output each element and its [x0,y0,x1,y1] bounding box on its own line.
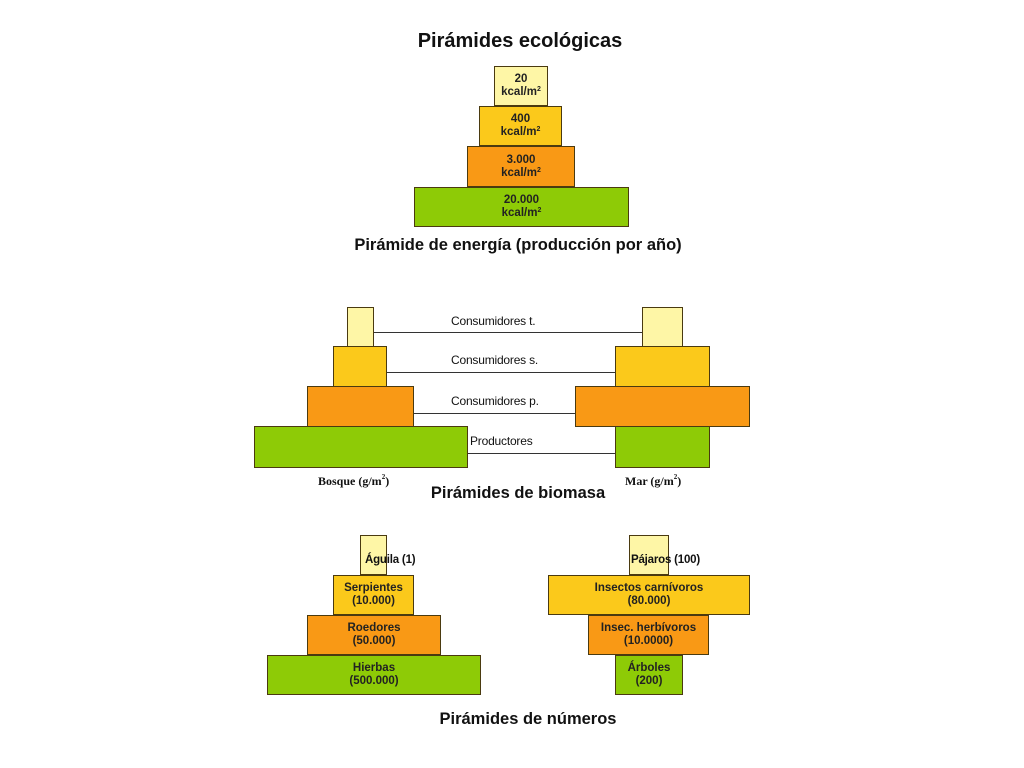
energy-unit: kcal/m2 [501,207,542,219]
herbivorous-insects-level: Insec. herbívoros (10.0000) [588,615,709,655]
level-name: Hierbas [352,662,396,674]
sea-tertiary-consumers [642,307,683,347]
energy-unit: kcal/m2 [500,126,541,138]
numbers-caption: Pirámides de números [439,710,617,728]
trees-level: Árboles (200) [615,655,683,695]
energy-unit: kcal/m2 [501,86,541,98]
level-name: Serpientes [344,582,403,594]
energy-unit: kcal/m2 [501,166,541,179]
sea-secondary-consumers [615,346,710,387]
level-count: (80.000) [627,595,671,607]
level-count: (10.0000) [623,635,674,647]
eagle-label: Águila (1) [365,554,416,566]
level-count: (500.000) [349,675,399,687]
snakes-level: Serpientes (10.000) [333,575,414,615]
connector-line [467,453,615,454]
forest-tertiary-consumers [347,307,374,347]
connector-line [413,413,575,414]
carnivorous-insects-level: Insectos carnívoros (80.000) [548,575,750,615]
level-name: Insectos carnívoros [594,582,704,594]
forest-label: Bosque (g/m2) [318,473,390,489]
birds-label: Pájaros (100) [631,554,700,566]
sea-label: Mar (g/m2) [625,473,682,489]
level-count: (50.000) [352,635,396,647]
energy-value: 20 [514,73,528,85]
rodents-level: Roedores (50.000) [307,615,441,655]
energy-value: 400 [510,113,531,125]
forest-secondary-consumers [333,346,387,387]
level-count: (10.000) [352,595,395,607]
energy-value: 3.000 [506,153,536,166]
level-count: (200) [635,675,663,687]
label-producers: Productores [470,434,533,448]
sea-producers [615,426,710,468]
biomass-caption: Pirámides de biomasa [430,484,606,502]
energy-value: 20.000 [503,194,540,206]
level-name: Insec. herbívoros [600,622,697,634]
sea-primary-consumers [575,386,750,427]
level-name: Árboles [627,662,671,674]
label-secondary-consumers: Consumidores s. [451,353,539,367]
energy-level-secondary: 400 kcal/m2 [479,106,562,146]
label-primary-consumers: Consumidores p. [451,394,539,408]
birds-level [629,535,669,575]
diagram-title: Pirámides ecológicas [417,30,623,52]
energy-level-primary: 3.000 kcal/m2 [467,146,575,187]
eagle-level [360,535,387,575]
energy-level-producers: 20.000 kcal/m2 [414,187,629,227]
forest-producers [254,426,468,468]
energy-level-tertiary: 20 kcal/m2 [494,66,548,106]
grass-level: Hierbas (500.000) [267,655,481,695]
connector-line [386,372,615,373]
energy-caption: Pirámide de energía (producción por año) [354,236,682,254]
level-name: Roedores [347,622,401,634]
label-tertiary-consumers: Consumidores t. [451,314,536,328]
forest-primary-consumers [307,386,414,427]
connector-line [374,332,642,333]
